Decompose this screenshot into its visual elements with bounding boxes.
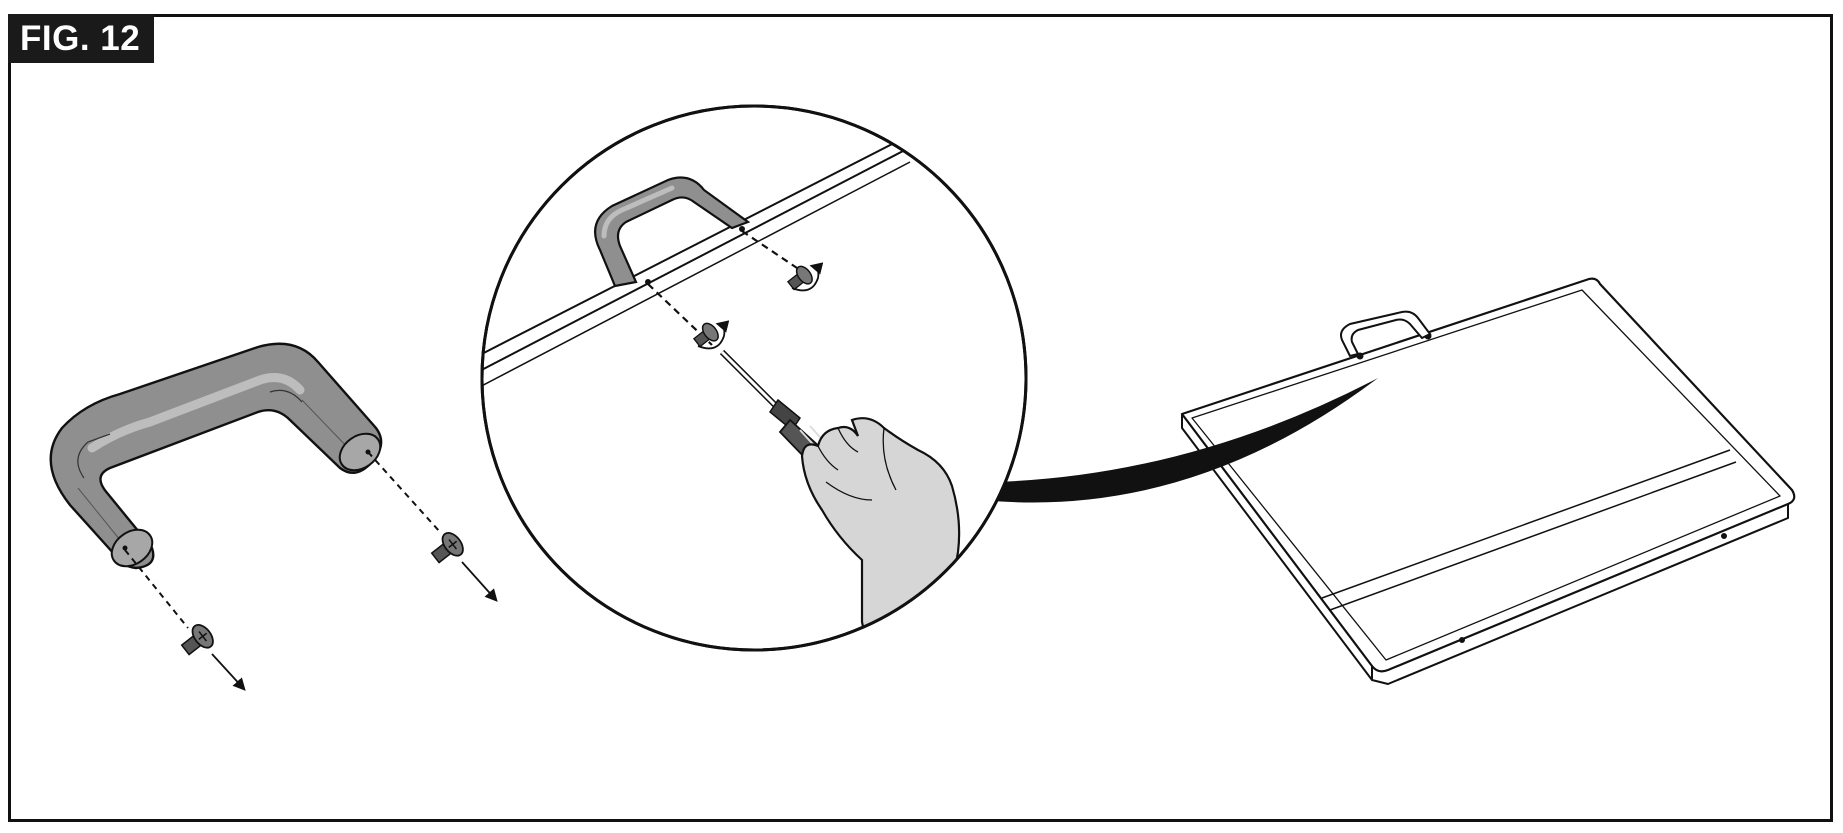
figure-label: FIG. 12: [8, 14, 155, 63]
u-handle-icon: [1340, 310, 1432, 358]
dashed-guide-line: [367, 451, 441, 533]
screw-icon: [692, 322, 719, 348]
screw-icon: [180, 624, 214, 656]
u-handle-icon: [49, 342, 383, 570]
screw-icon: [430, 532, 464, 564]
removal-arrow: [461, 561, 498, 602]
rotation-arrow-icon: [791, 262, 824, 292]
side-tray-icon: [1180, 277, 1796, 685]
detail-magnifier: [480, 104, 1028, 652]
removal-arrow: [211, 653, 246, 691]
callout-leader: [982, 378, 1378, 503]
dashed-guide-line: [124, 549, 189, 629]
u-handle-icon: [594, 176, 751, 288]
rotation-arrow-icon: [697, 320, 730, 350]
screw-icon: [786, 265, 813, 291]
